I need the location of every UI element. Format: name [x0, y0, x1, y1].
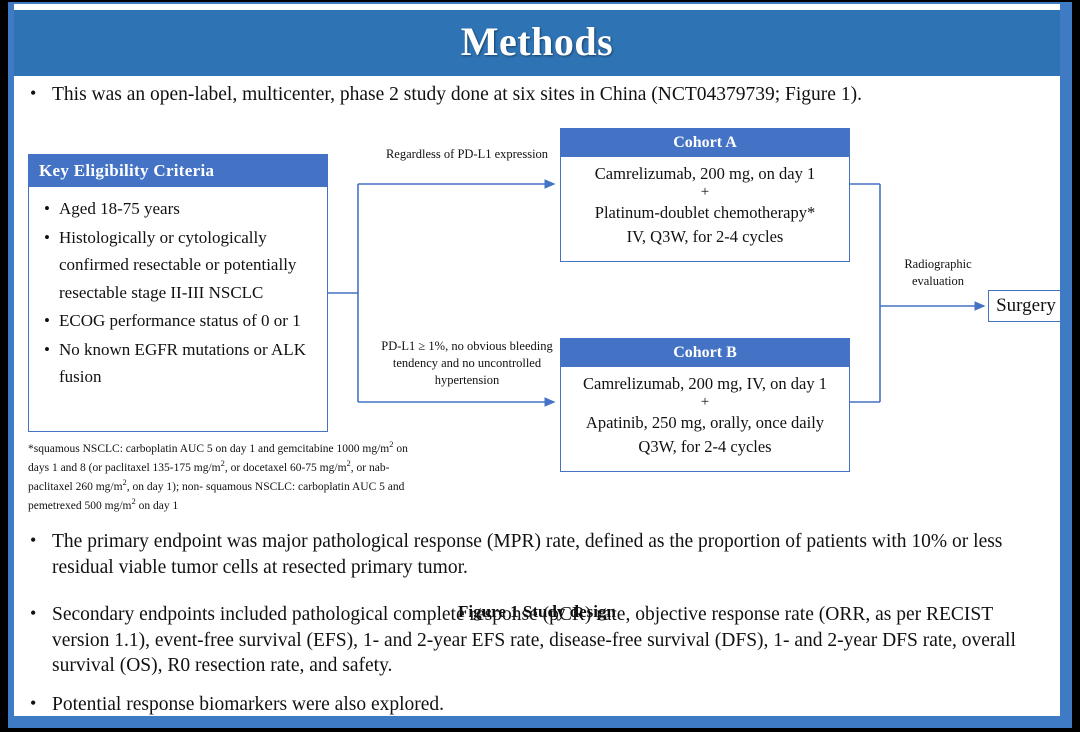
chemotherapy-footnote: *squamous NSCLC: carboplatin AUC 5 on da…	[28, 438, 428, 515]
cohort-a-plus: +	[700, 184, 710, 201]
bullet-marker: •	[44, 311, 50, 331]
surgery-label: Surgery	[996, 295, 1056, 316]
footnote-sup: 2	[220, 458, 225, 469]
footnote-sup: 2	[346, 458, 351, 469]
arrow-label-top: Regardless of PD-L1 expression	[385, 147, 549, 161]
bullet-marker: •	[30, 83, 37, 103]
bullet-marker: •	[30, 693, 37, 713]
footnote-seg: on day 1	[135, 500, 179, 513]
eligibility-item-text: Aged 18-75 years	[59, 199, 180, 218]
intro-bullet: • This was an open-label, multicenter, p…	[30, 82, 1044, 108]
eligibility-item-text: ECOG performance status of 0 or 1	[59, 311, 301, 331]
bullet-marker: •	[44, 199, 50, 218]
secondary-endpoint-text: Secondary endpoints included pathologica…	[52, 604, 1016, 677]
eligibility-criteria-box: Key Eligibility Criteria • Aged 18-75 ye…	[28, 154, 328, 432]
cohort-a-body: Camrelizumab, 200 mg, on day 1 + Platinu…	[561, 157, 849, 248]
cohort-b-plus: +	[700, 394, 710, 411]
cohort-b-header: Cohort B	[561, 339, 849, 367]
study-design-figure: Key Eligibility Criteria • Aged 18-75 ye…	[14, 116, 1060, 621]
cohort-a-header: Cohort A	[561, 129, 849, 157]
page-title: Methods	[460, 19, 614, 64]
cohort-b-line1: Camrelizumab, 200 mg, IV, on day 1	[583, 374, 827, 393]
arrow-label-radiographic: Radiographic evaluation	[904, 257, 972, 288]
primary-endpoint-bullet: • The primary endpoint was major patholo…	[30, 529, 1044, 580]
footnote-seg: squamous NSCLC: carboplatin AUC 5 and pe…	[28, 481, 405, 513]
footnote-seg: on days 1 and 8 (or	[28, 442, 408, 474]
secondary-endpoint-bullet: • Secondary endpoints included pathologi…	[30, 602, 1044, 679]
bullet-marker: •	[44, 227, 50, 247]
cohort-a-box: Cohort A Camrelizumab, 200 mg, on day 1 …	[560, 128, 850, 262]
list-item: • Histologically or cytologically confir…	[35, 224, 321, 307]
footnote-seg: , or docetaxel 60-75 mg/m	[224, 461, 347, 474]
list-item: • No known EGFR mutations or ALK fusion	[35, 336, 321, 391]
cohort-b-line2: Apatinib, 250 mg, orally, once daily	[585, 413, 825, 433]
slide-page: Methods • This was an open-label, multic…	[14, 4, 1060, 716]
list-item: • ECOG performance status of 0 or 1	[35, 307, 321, 335]
cohort-b-box: Cohort B Camrelizumab, 200 mg, IV, on da…	[560, 338, 850, 472]
footnote-sup: 2	[131, 496, 136, 507]
biomarker-text: Potential response biomarkers were also …	[52, 694, 445, 715]
footnote-seg: , on day 1); non-	[126, 481, 204, 494]
flow-connectors	[328, 179, 986, 407]
list-item: • Aged 18-75 years	[35, 195, 321, 223]
cohort-b-body: Camrelizumab, 200 mg, IV, on day 1 + Apa…	[561, 367, 849, 458]
cohort-b-line3: Q3W, for 2-4 cycles	[638, 436, 772, 456]
surgery-box: Surgery	[988, 290, 1060, 322]
bullet-marker: •	[30, 530, 37, 550]
cohort-a-line3: IV, Q3W, for 2-4 cycles	[626, 226, 784, 246]
primary-endpoint-text: The primary endpoint was major pathologi…	[52, 531, 1003, 578]
figure-caption: Figure 1 Study design	[458, 602, 616, 621]
eligibility-item-text: No known EGFR mutations or ALK fusion	[59, 339, 306, 387]
footnote-seg: *squamous NSCLC: carboplatin AUC 5 on da…	[28, 442, 390, 455]
footnote-sup: 2	[122, 477, 127, 488]
cohort-a-line1: Camrelizumab, 200 mg, on day 1	[594, 164, 816, 183]
footnote-sup: 2	[389, 439, 394, 449]
bullet-marker: •	[44, 339, 50, 359]
biomarker-bullet: • Potential response biomarkers were als…	[30, 692, 1044, 716]
bullet-marker: •	[30, 603, 37, 623]
eligibility-header: Key Eligibility Criteria	[29, 155, 327, 187]
intro-bullet-text: This was an open-label, multicenter, pha…	[52, 84, 862, 105]
footnote-seg: paclitaxel 135-175 mg/m	[104, 461, 221, 474]
title-banner: Methods	[14, 10, 1060, 76]
eligibility-item-text: Histologically or cytologically confirme…	[59, 227, 297, 302]
footnote-seg: , or nab-paclitaxel 260 mg/m	[28, 461, 390, 494]
eligibility-list: • Aged 18-75 years • Histologically or c…	[29, 187, 327, 392]
arrow-label-bottom: PD-L1 ≥ 1%, no obvious bleeding tendency…	[381, 339, 553, 387]
cohort-a-line2: Platinum-doublet chemotherapy*	[594, 203, 816, 223]
